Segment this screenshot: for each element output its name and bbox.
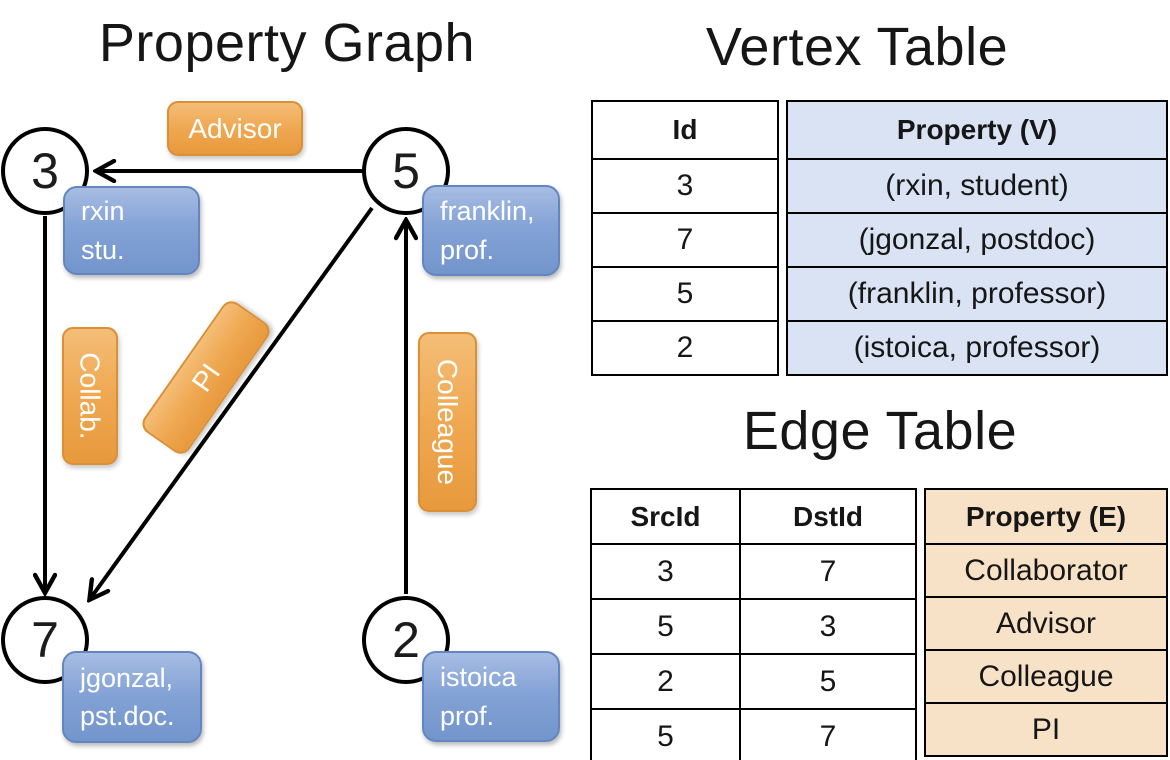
edge-label-text: Colleague [432, 358, 464, 486]
vertex-property-box-2: istoica prof. [422, 651, 560, 742]
edge-table-row: 5 3 [592, 598, 915, 653]
vertex-table-property-cell: (istoica, professor) [788, 320, 1166, 374]
edge-table-property-cell: Advisor [926, 596, 1166, 649]
edge-table-src-cell: 5 [657, 609, 674, 643]
vertex-property-box-3: rxin stu. [63, 186, 200, 275]
edge-table-dst-cell: 7 [739, 545, 915, 598]
edge-table-title: Edge Table [742, 401, 1018, 461]
edge-table-dst-cell: 3 [739, 600, 915, 653]
edge-label-colleague: Colleague [418, 332, 477, 512]
edge-table-src-cell: 5 [657, 719, 674, 753]
vertex-table-id-cell: 5 [593, 266, 777, 320]
vertex-table-property-column: Property (V) (rxin, student) (jgonzal, p… [786, 100, 1168, 376]
edge-table-row: 2 5 [592, 653, 915, 708]
node-id-label: 3 [31, 143, 59, 199]
vertex-property-line: istoica [440, 662, 517, 693]
node-id-label: 7 [31, 612, 59, 668]
edge-table-header-srcid: SrcId [630, 500, 701, 532]
vertex-property-box-5: franklin, prof. [422, 185, 560, 276]
vertex-table-id-cell: 7 [593, 212, 777, 266]
property-graph-title: Property Graph [98, 13, 476, 73]
edge-label-text: PI [185, 357, 226, 397]
vertex-table-property-cell: (franklin, professor) [788, 266, 1166, 320]
edge-label-advisor: Advisor [167, 101, 303, 156]
vertex-property-line: stu. [81, 234, 125, 265]
edge-label-text: Collab. [75, 352, 107, 440]
vertex-property-line: jgonzal, [80, 662, 174, 693]
edge-table-dst-cell: 5 [739, 655, 915, 708]
edge-table-id-columns: SrcId DstId 3 7 5 3 2 5 5 7 [590, 488, 917, 760]
edge-table-row: 5 7 [592, 708, 915, 760]
vertex-table-property-cell: (jgonzal, postdoc) [788, 212, 1166, 266]
node-id-label: 2 [392, 612, 420, 668]
edge-label-collab: Collab. [62, 327, 118, 465]
edge-table-property-cell: Collaborator [926, 543, 1166, 596]
vertex-property-box-7: jgonzal, pst.doc. [62, 651, 202, 743]
edge-table-src-cell: 2 [657, 664, 674, 698]
vertex-table-header-property: Property (V) [788, 102, 1166, 158]
vertex-table-header-id: Id [672, 114, 698, 145]
graph-node-3: 3 [1, 127, 89, 215]
vertex-table-id-cell: 3 [593, 158, 777, 212]
edge-5-7 [90, 206, 374, 599]
vertex-table-title: Vertex Table [705, 17, 1009, 77]
vertex-property-line: rxin [81, 196, 125, 227]
edge-label-text: Advisor [188, 112, 282, 144]
vertex-property-line: prof. [440, 700, 495, 731]
vertex-property-line: prof. [440, 234, 495, 265]
vertex-table-id-cell: 2 [593, 320, 777, 374]
node-id-label: 5 [392, 143, 420, 199]
edge-table-header-property: Property (E) [926, 490, 1166, 543]
vertex-table-id-column: Id 3 7 5 2 [591, 100, 779, 376]
vertex-property-line: franklin, [440, 196, 535, 227]
edge-table-header-row: SrcId DstId [592, 490, 915, 543]
edge-table-src-cell: 3 [657, 554, 674, 588]
edge-table-header-dstid: DstId [739, 490, 915, 543]
edge-table-dst-cell: 7 [739, 710, 915, 760]
edge-table-property-cell: Colleague [926, 649, 1166, 702]
edge-table-property-column: Property (E) Collaborator Advisor Collea… [924, 488, 1168, 757]
edge-table-row: 3 7 [592, 543, 915, 598]
vertex-table-property-cell: (rxin, student) [788, 158, 1166, 212]
edge-table-property-cell: PI [926, 702, 1166, 755]
vertex-property-line: pst.doc. [80, 701, 175, 731]
